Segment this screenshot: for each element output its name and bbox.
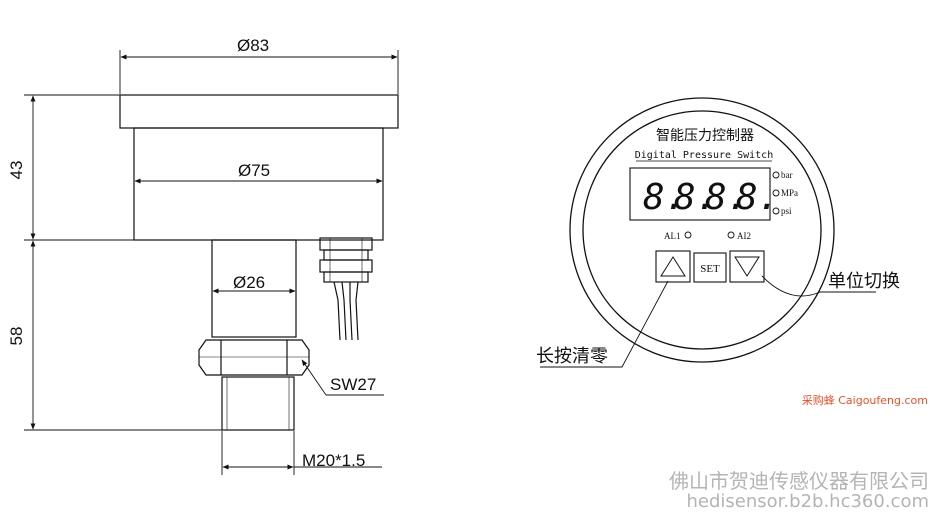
panel-title-cn: 智能压力控制器 bbox=[656, 128, 754, 144]
digit-3: 8. bbox=[705, 177, 748, 218]
cable-wire bbox=[333, 281, 341, 341]
unit-label-psi: psi bbox=[781, 206, 792, 216]
dim-top-diameter: Ø83 bbox=[237, 36, 269, 55]
set-button[interactable]: SET bbox=[693, 252, 727, 283]
watermark-company: 佛山市贺迪传感仪器有限公司 bbox=[669, 469, 929, 493]
dim-thread: M20*1.5 bbox=[302, 451, 365, 470]
unit-led-bar bbox=[772, 171, 780, 179]
down-arrow-icon bbox=[734, 256, 760, 277]
neck-shape bbox=[211, 239, 297, 338]
alarm-label-right: AI2 bbox=[737, 231, 751, 241]
panel-title-en: Digital Pressure Switch bbox=[635, 150, 773, 161]
dim-neck-diameter: Ø26 bbox=[233, 273, 265, 292]
digit-2: 8. bbox=[674, 177, 717, 218]
unit-led-psi bbox=[772, 207, 780, 215]
front-panel: 智能压力控制器 Digital Pressure Switch 8. 8. 8.… bbox=[536, 97, 900, 368]
digit-4: 8. bbox=[736, 177, 779, 218]
dimensions bbox=[24, 50, 399, 475]
set-button-label: SET bbox=[700, 263, 720, 275]
callout-leader-unit-switch bbox=[761, 275, 876, 297]
down-button[interactable] bbox=[729, 250, 765, 283]
watermarks: 佛山市贺迪传感仪器有限公司 hedisensor.b2b.hc360.com 采… bbox=[669, 393, 929, 512]
body-shape bbox=[133, 127, 384, 241]
unit-label-bar: bar bbox=[781, 170, 793, 180]
unit-led-mpa bbox=[772, 189, 780, 197]
dim-height-lower: 58 bbox=[7, 327, 26, 346]
side-view bbox=[119, 94, 399, 431]
up-button[interactable] bbox=[655, 250, 691, 283]
dimension-labels: Ø83 Ø75 Ø26 43 58 SW27 M20*1.5 bbox=[7, 36, 376, 470]
alarm-led-right bbox=[727, 231, 735, 239]
watermark-site: hedisensor.b2b.hc360.com bbox=[687, 491, 929, 512]
dim-body-diameter: Ø75 bbox=[238, 161, 270, 180]
callout-leader-long-press bbox=[540, 280, 669, 368]
display-window bbox=[629, 167, 771, 221]
thread-shape bbox=[221, 376, 295, 431]
up-arrow-icon bbox=[660, 256, 686, 277]
outer-ring bbox=[569, 97, 835, 363]
dim-height-upper: 43 bbox=[7, 161, 26, 180]
hex-nut-shape bbox=[198, 339, 310, 376]
unit-label-mpa: MPa bbox=[781, 188, 798, 198]
callout-unit-switch: 单位切换 bbox=[828, 271, 900, 292]
watermark-brand: 采购蜂 Caigoufeng.com bbox=[802, 393, 928, 407]
top-cover-shape bbox=[119, 94, 399, 129]
unit-indicators: bar MPa psi bbox=[772, 170, 798, 216]
alarm-led-left bbox=[684, 231, 692, 239]
digit-1: 8. bbox=[643, 177, 686, 218]
alarm-label-left: AL1 bbox=[664, 231, 681, 241]
dim-hex: SW27 bbox=[330, 375, 376, 394]
callout-long-press: 长按清零 bbox=[536, 346, 608, 367]
inner-ring bbox=[582, 110, 822, 350]
